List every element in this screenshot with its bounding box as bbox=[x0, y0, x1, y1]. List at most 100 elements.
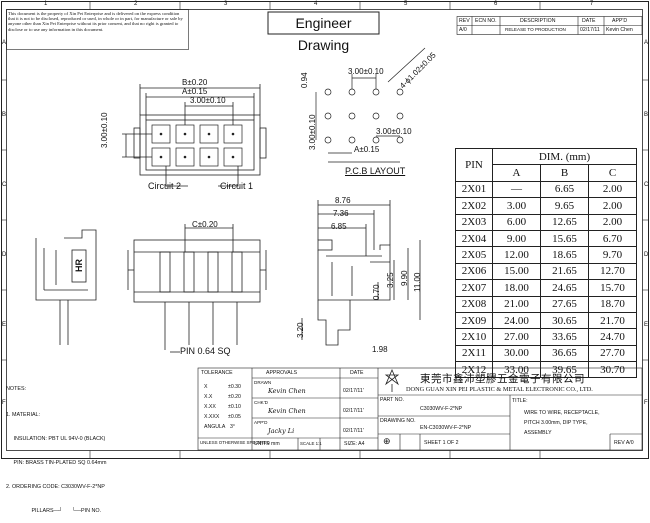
pcb-dim-row: 3.00±0.10 bbox=[308, 114, 317, 150]
row-label: F bbox=[644, 400, 648, 406]
dim-cell: 33.00 bbox=[492, 361, 541, 379]
dim-cell: 2.00 bbox=[588, 197, 637, 215]
circuit-2-label: Circuit 2 bbox=[148, 181, 182, 191]
dim-header: DIM. (mm) bbox=[492, 147, 637, 166]
row-label: D bbox=[644, 252, 649, 258]
dim-cell: 18.65 bbox=[540, 246, 589, 264]
drawn-date: 02/17/11' bbox=[343, 388, 364, 394]
row-label: A bbox=[2, 40, 7, 46]
col-label: 3 bbox=[224, 1, 228, 7]
dim-cell: 27.65 bbox=[540, 295, 589, 313]
dim-row-pitch: 3.00±0.10 bbox=[100, 112, 109, 148]
pin-cell: 2X05 bbox=[455, 246, 493, 264]
drawing-no: EN-C3030WV-F-2*NP bbox=[420, 425, 472, 431]
tol-val: 3° bbox=[230, 424, 235, 430]
dim-b: B±0.20 bbox=[182, 78, 208, 87]
dim-cell: 27.00 bbox=[492, 328, 541, 346]
row-label: E bbox=[2, 322, 7, 328]
dim-9-90: 9.90 bbox=[400, 270, 409, 286]
dim-cell: 24.70 bbox=[588, 328, 637, 346]
col-a-header: A bbox=[492, 164, 541, 182]
dim-pitch: 3.00±0.10 bbox=[190, 96, 226, 105]
tol-val: ±0.10 bbox=[228, 404, 241, 410]
dim-cell: 12.65 bbox=[540, 213, 589, 231]
tol-key: X bbox=[204, 384, 208, 390]
dim-c: C±0.20 bbox=[192, 220, 218, 229]
pin-cell: 2X06 bbox=[455, 262, 493, 281]
rev-header: DESCRIPTION bbox=[520, 18, 556, 24]
drawing-no-label: DRAWING NO. bbox=[380, 418, 416, 424]
dim-11-00: 11.00 bbox=[413, 272, 422, 292]
dim-cell: 12.70 bbox=[588, 262, 637, 281]
note-line: INSULATION: PBT UL 94V-0 (BLACK) bbox=[6, 436, 106, 442]
circuit-1-label: Circuit 1 bbox=[220, 181, 254, 191]
disclaimer: This document is the property of Xin Pei… bbox=[8, 11, 183, 32]
dim-cell: 24.00 bbox=[492, 311, 541, 330]
pcb-dim-pitch: 3.00±0.10 bbox=[348, 67, 384, 76]
rev-cell: 02/17/11 bbox=[580, 27, 600, 33]
col-label: 7 bbox=[590, 1, 594, 7]
row-label: D bbox=[2, 252, 7, 258]
col-c-header: C bbox=[588, 164, 637, 182]
dim-a: A±0.15 bbox=[182, 87, 208, 96]
page-title: Engineer Drawing bbox=[295, 15, 352, 53]
dim-cell: 9.65 bbox=[540, 197, 589, 215]
dim-cell: 6.00 bbox=[492, 213, 541, 231]
company-name-cn: 東莞市鑫沛塑膠五金電子有限公司 bbox=[420, 373, 585, 385]
dim-cell: 27.70 bbox=[588, 344, 637, 363]
title-label: TITLE: bbox=[512, 398, 528, 404]
dim-6-85: 6.85 bbox=[331, 222, 347, 231]
tol-key: X.X bbox=[204, 394, 213, 400]
drawn-label: DRAWN bbox=[254, 380, 272, 385]
pcb-dim-a: A±0.15 bbox=[354, 145, 380, 154]
chkd-date: 02/17/11' bbox=[343, 408, 364, 414]
pin-cell: 2X11 bbox=[455, 344, 493, 363]
right-side-view bbox=[301, 200, 421, 346]
dim-cell: 30.70 bbox=[588, 361, 637, 379]
appd-by: Jacky Li bbox=[268, 427, 295, 435]
rev-cell: RELEASE TO PRODUCTION bbox=[505, 27, 566, 32]
outer-border bbox=[1, 1, 649, 459]
size: SIZE: A4 bbox=[344, 441, 365, 447]
dim-cell: 21.70 bbox=[588, 311, 637, 330]
rev-header: APP'D bbox=[612, 18, 628, 24]
notes-heading: NOTES: bbox=[6, 386, 27, 392]
row-label: B bbox=[644, 112, 649, 118]
col-label: 2 bbox=[134, 1, 138, 7]
pin-cell: 2X08 bbox=[455, 295, 493, 313]
pcb-layout bbox=[315, 47, 426, 163]
date-label: DATE bbox=[350, 370, 364, 376]
dim-7-36: 7.36 bbox=[333, 209, 349, 218]
dim-cell: 15.00 bbox=[492, 262, 541, 281]
tol-key: ANGULA bbox=[204, 424, 226, 430]
col-label: 4 bbox=[314, 1, 318, 7]
dim-cell: 2.00 bbox=[588, 213, 637, 231]
company-name-en: DONG GUAN XIN PEI PLASTIC & METAL ELECTR… bbox=[406, 386, 593, 393]
col-b-header: B bbox=[540, 164, 589, 182]
pin-cell: 2X07 bbox=[455, 279, 493, 297]
rev-header: DATE bbox=[582, 18, 596, 24]
part-no-label: PART NO. bbox=[380, 397, 404, 403]
notes-list: 1. MATERIAL: INSULATION: PBT UL 94V-0 (B… bbox=[6, 395, 106, 523]
dim-3-25: 3.25 bbox=[386, 272, 395, 288]
rev-header: ECN NO. bbox=[475, 18, 497, 24]
dim-cell: 18.70 bbox=[588, 295, 637, 313]
dim-8-76: 8.76 bbox=[335, 196, 351, 205]
tol-val: ±0.05 bbox=[228, 414, 241, 420]
tol-val: ±0.20 bbox=[228, 394, 241, 400]
dim-cell: 6.65 bbox=[540, 180, 589, 199]
pin-cell: 2X09 bbox=[455, 311, 493, 330]
dim-cell: 15.65 bbox=[540, 229, 589, 248]
pin-cell: 2X04 bbox=[455, 229, 493, 248]
chkd-by: Kevin Chen bbox=[268, 407, 306, 415]
dim-cell: 21.00 bbox=[492, 295, 541, 313]
hr-mark: HR bbox=[74, 259, 84, 272]
